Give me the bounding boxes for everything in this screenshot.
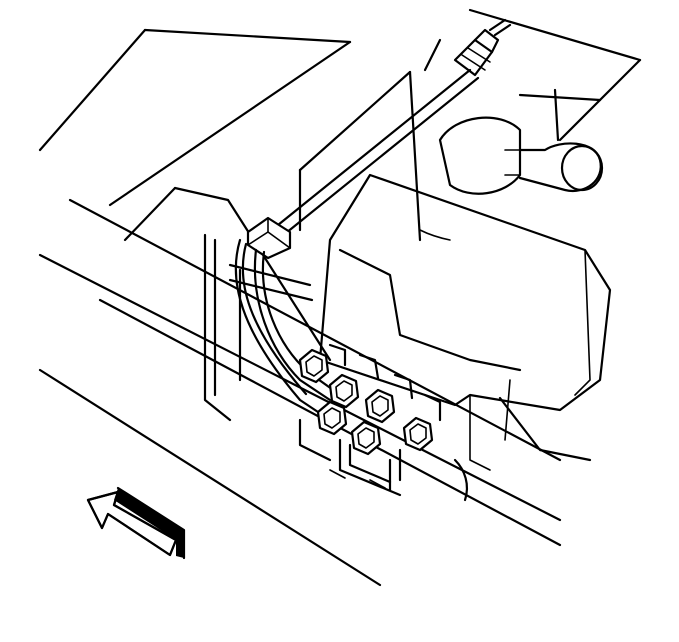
reservoir-cap [438, 116, 604, 195]
fitting-2 [328, 373, 360, 409]
body-panels [38, 8, 642, 242]
brake-line-tubes [234, 238, 338, 422]
direction-arrow [86, 486, 186, 560]
fitting-4 [364, 388, 396, 424]
fitting-5 [350, 420, 382, 456]
lower-bracket [298, 418, 469, 502]
brake-line-fittings [298, 343, 442, 456]
cable-end-fitting [453, 18, 512, 77]
cable-clip [246, 216, 292, 260]
fitting-6 [402, 416, 434, 452]
fitting-1 [298, 348, 330, 384]
fitting-3 [316, 400, 348, 436]
frame-rails [38, 198, 562, 587]
cable [276, 68, 480, 235]
